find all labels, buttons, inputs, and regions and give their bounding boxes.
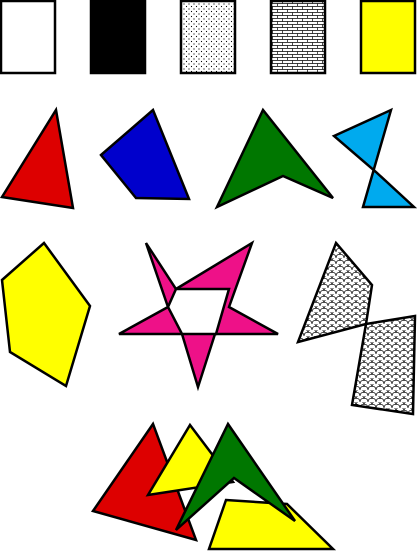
yellow-trapezoid: [207, 498, 337, 551]
shape-row-3: [0, 240, 417, 416]
magenta-pentagram-group: [118, 240, 279, 392]
cyan-bowtie: [331, 107, 417, 209]
green-arrowhead-overlap: [174, 421, 297, 531]
shape-row-2: [0, 106, 417, 210]
swatch-dotted: [179, 0, 237, 75]
yellow-hexagon: [0, 241, 92, 388]
blue-quadrilateral: [99, 107, 191, 201]
swatch-black: [89, 0, 147, 75]
scaled-bowtie-lower: [350, 314, 417, 416]
swatch-yellow: [359, 0, 417, 75]
scaled-bowtie-upper: [295, 240, 374, 344]
swatch-brick: [269, 0, 327, 75]
overlapping-composition: [90, 421, 337, 551]
red-triangle: [0, 106, 75, 210]
swatch-row: [0, 0, 417, 75]
pentagram-center: [166, 287, 231, 336]
green-arrowhead: [214, 107, 334, 210]
swatch-white: [0, 0, 57, 75]
